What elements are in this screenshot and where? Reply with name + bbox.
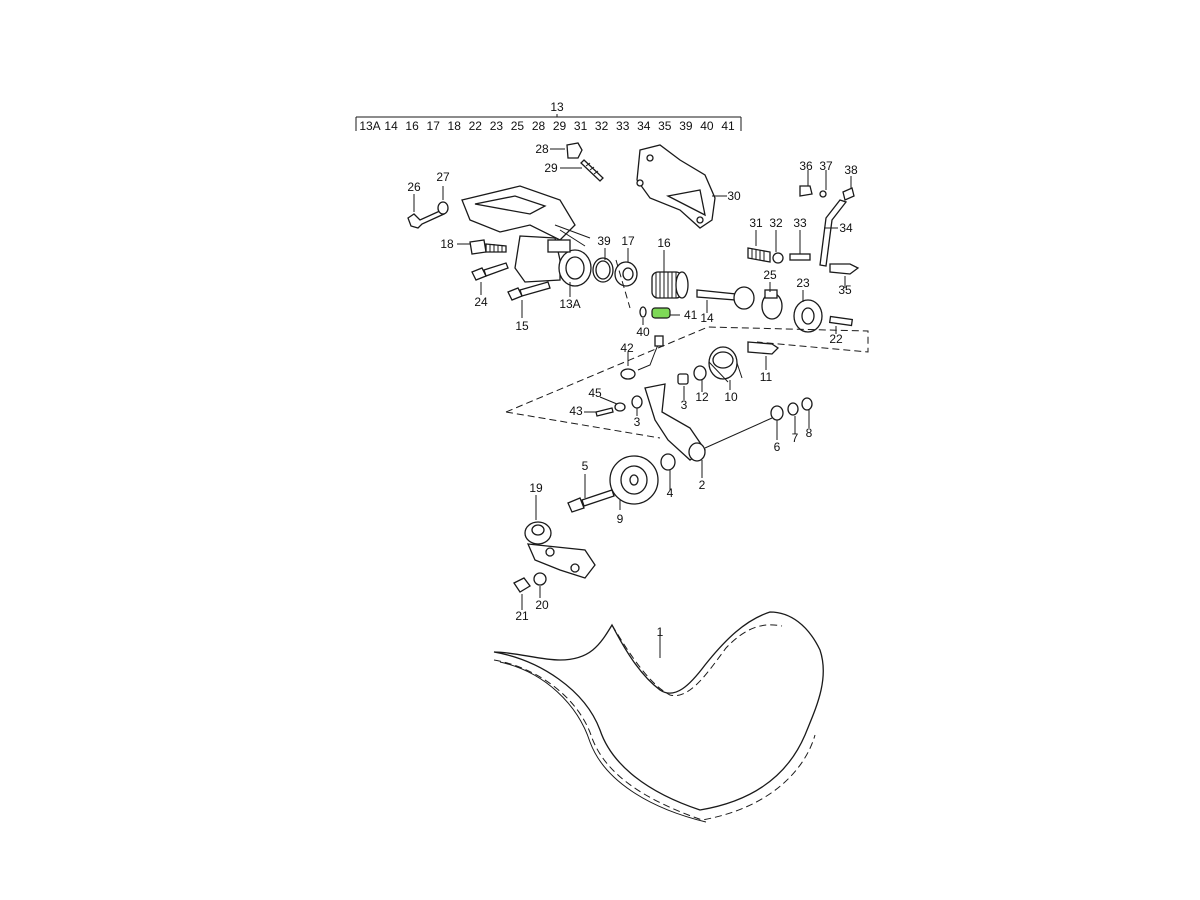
- callout-28[interactable]: 28: [535, 142, 549, 156]
- callout-3a[interactable]: 3: [681, 398, 688, 412]
- header-part-number[interactable]: 34: [637, 119, 651, 133]
- header-part-list: 13A 14 16 17 18 22 23 25 28 29 31 32 33 34 35 39 40 41: [359, 119, 735, 133]
- header-part-number[interactable]: 39: [679, 119, 693, 133]
- callout-40[interactable]: 40: [636, 325, 650, 339]
- callout-33[interactable]: 33: [793, 216, 807, 230]
- timing-belt: [493, 611, 824, 823]
- callout-39[interactable]: 39: [597, 234, 611, 248]
- callout-17[interactable]: 17: [621, 234, 635, 248]
- idler-assembly: [567, 341, 813, 513]
- header-part-number[interactable]: 31: [574, 119, 588, 133]
- callout-41[interactable]: 41: [684, 308, 698, 322]
- callouts: 1 2 3 3 4 5 6 7 8 9 10 11 12 13A 14 15 1…: [407, 142, 858, 639]
- callout-16[interactable]: 16: [657, 236, 671, 250]
- callout-11[interactable]: 11: [760, 370, 773, 384]
- header-part-number[interactable]: 35: [658, 119, 672, 133]
- callout-18[interactable]: 18: [440, 237, 454, 251]
- header-part-number[interactable]: 32: [595, 119, 609, 133]
- callout-34[interactable]: 34: [839, 221, 853, 235]
- header-part-number[interactable]: 28: [532, 119, 546, 133]
- callout-31[interactable]: 31: [749, 216, 763, 230]
- header-part-number[interactable]: 25: [511, 119, 525, 133]
- callout-7[interactable]: 7: [792, 431, 799, 445]
- callout-21[interactable]: 21: [515, 609, 529, 623]
- callout-35[interactable]: 35: [838, 283, 852, 297]
- callout-26[interactable]: 26: [407, 180, 421, 194]
- header-part-number[interactable]: 13A: [359, 119, 380, 133]
- callout-24[interactable]: 24: [474, 295, 488, 309]
- part-41-highlight[interactable]: [651, 307, 671, 319]
- callout-22[interactable]: 22: [829, 332, 843, 346]
- callout-6[interactable]: 6: [774, 440, 781, 454]
- callout-37[interactable]: 37: [819, 159, 833, 173]
- callout-13A[interactable]: 13A: [559, 297, 580, 311]
- callout-15[interactable]: 15: [515, 319, 529, 333]
- callout-20[interactable]: 20: [535, 598, 549, 612]
- callout-43[interactable]: 43: [569, 404, 583, 418]
- callout-38[interactable]: 38: [844, 163, 858, 177]
- callout-27[interactable]: 27: [436, 170, 450, 184]
- callout-36[interactable]: 36: [799, 159, 813, 173]
- part-group-number[interactable]: 13: [550, 100, 564, 114]
- header-part-number[interactable]: 14: [384, 119, 398, 133]
- callout-45[interactable]: 45: [588, 386, 602, 400]
- callout-32[interactable]: 32: [769, 216, 783, 230]
- lower-bracket-assembly: [513, 521, 596, 593]
- header-part-number[interactable]: 40: [700, 119, 714, 133]
- callout-14[interactable]: 14: [700, 311, 714, 325]
- tensioner-housing-assembly: [407, 142, 860, 380]
- callout-25[interactable]: 25: [763, 268, 777, 282]
- callout-10[interactable]: 10: [724, 390, 738, 404]
- callout-3b[interactable]: 3: [634, 415, 641, 429]
- part-group-header: 13 13A 14 16 17 18 22 23 25 28 29 31 32 33 34 35 39 40 41: [355, 100, 742, 133]
- callout-30[interactable]: 30: [727, 189, 741, 203]
- callout-42[interactable]: 42: [620, 341, 634, 355]
- header-part-number[interactable]: 33: [616, 119, 630, 133]
- callout-12[interactable]: 12: [695, 390, 709, 404]
- callout-23[interactable]: 23: [796, 276, 810, 290]
- callout-19[interactable]: 19: [529, 481, 543, 495]
- header-part-number[interactable]: 18: [448, 119, 462, 133]
- callout-29[interactable]: 29: [544, 161, 558, 175]
- header-part-number[interactable]: 29: [553, 119, 567, 133]
- callout-5[interactable]: 5: [582, 459, 589, 473]
- callout-leaders: [413, 148, 852, 658]
- header-part-number[interactable]: 23: [490, 119, 504, 133]
- callout-4[interactable]: 4: [667, 486, 674, 500]
- header-part-number[interactable]: 22: [469, 119, 483, 133]
- header-part-number[interactable]: 41: [721, 119, 735, 133]
- callout-2[interactable]: 2: [699, 478, 706, 492]
- callout-9[interactable]: 9: [617, 512, 624, 526]
- header-part-number[interactable]: 16: [405, 119, 419, 133]
- callout-1[interactable]: 1: [657, 625, 664, 639]
- callout-8[interactable]: 8: [806, 426, 813, 440]
- assembly-outline: [505, 259, 869, 439]
- header-part-number[interactable]: 17: [427, 119, 441, 133]
